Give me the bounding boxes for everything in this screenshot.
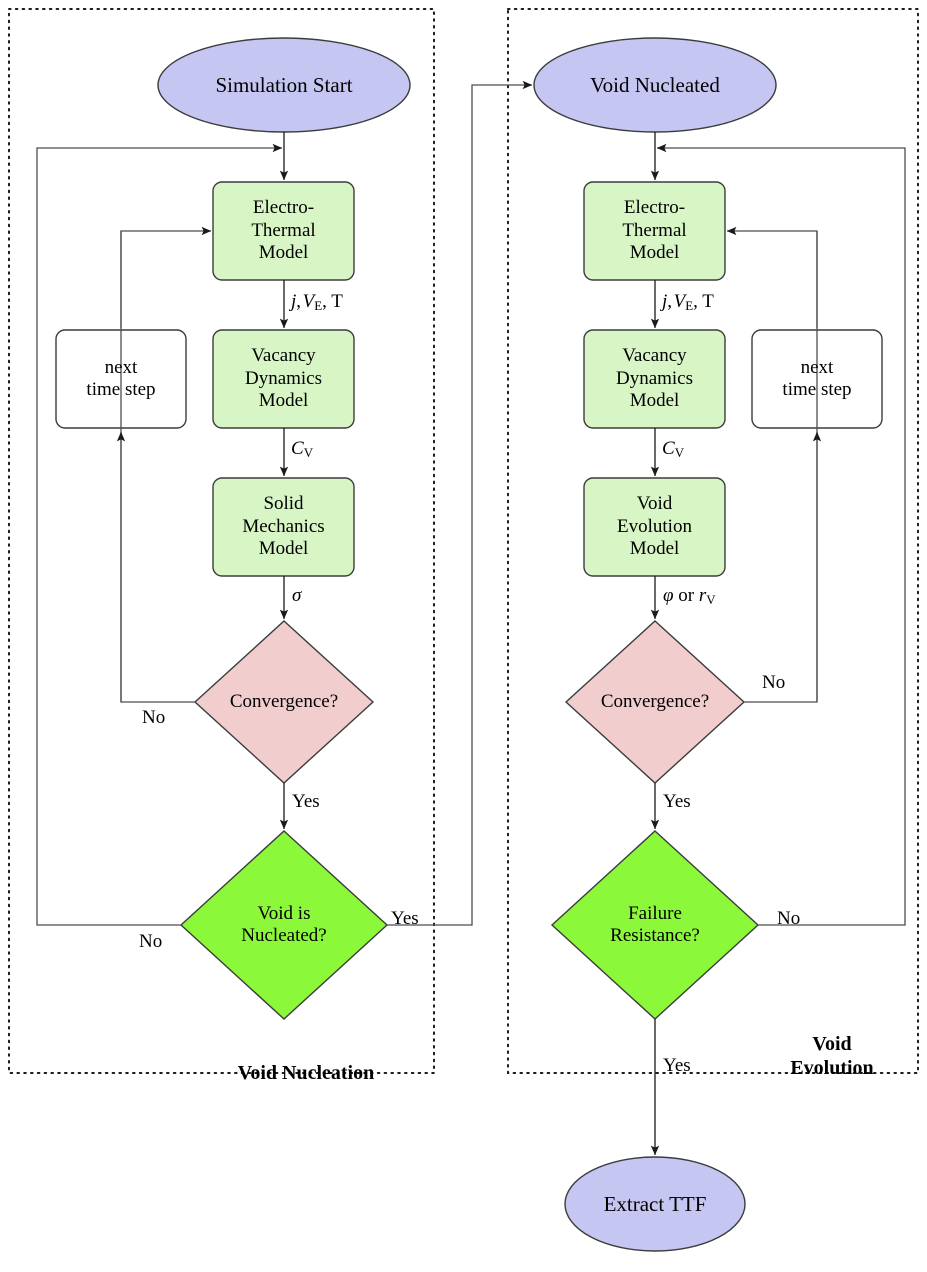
node-simulation-start[interactable] (157, 37, 411, 133)
node-vacancy-dynamics-right[interactable] (583, 329, 726, 429)
edge-label-yes-conv-right: Yes (663, 791, 691, 812)
group-box-void-evolution (507, 8, 919, 1074)
symbol-or: or (673, 585, 699, 606)
group-label-void-evolution: Void Evolution (790, 1033, 874, 1079)
symbol-vacancy-subscript: V (674, 444, 685, 460)
edge-label-sigma: σ (292, 585, 302, 606)
node-electro-thermal-right[interactable] (583, 181, 726, 281)
symbol-vacancy-subscript: V (303, 444, 314, 460)
edge-label-jvt-left: j, VE, T (291, 291, 343, 314)
symbol-void-radius-subscript: V (706, 591, 716, 607)
edge-label-no-failure: No (777, 908, 801, 929)
symbol-vacancy-concentration: C (662, 438, 675, 459)
symbol-voltage-subscript: E (314, 297, 323, 313)
edge-nucleated-no-left (36, 143, 283, 926)
node-vacancy-dynamics-left[interactable] (212, 329, 355, 429)
node-void-nucleated[interactable] (533, 37, 777, 133)
group-box-void-nucleation (8, 8, 435, 1074)
symbol-voltage: V (673, 291, 686, 312)
symbol-temperature: , T (322, 291, 343, 312)
edge-label-yes-conv-left: Yes (292, 791, 320, 812)
edge-label-jvt-right: j, VE, T (662, 291, 714, 314)
edge-label-no-conv-left: No (142, 707, 166, 728)
node-solid-mechanics[interactable] (212, 477, 355, 577)
symbol-current-density: j (662, 291, 668, 312)
node-extract-ttf[interactable] (564, 1156, 746, 1252)
group-label-void-nucleation: Void Nucleation (237, 1062, 375, 1084)
edge-failure-no-right (656, 143, 906, 926)
edge-label-cv-right: CV (662, 438, 684, 461)
node-void-evolution-model[interactable] (583, 477, 726, 577)
symbol-current-density: j (291, 291, 297, 312)
edge-nucleated-yes-left (387, 80, 533, 926)
symbol-temperature: , T (693, 291, 714, 312)
symbol-comma-2: , (667, 291, 674, 312)
node-convergence-right[interactable] (564, 620, 746, 784)
symbol-phi: φ (663, 585, 674, 606)
edge-label-no-conv-right: No (762, 672, 786, 693)
symbol-comma-1: , (296, 291, 303, 312)
symbol-vacancy-concentration: C (291, 438, 304, 459)
symbol-voltage: V (302, 291, 315, 312)
edge-convergence-no-left (120, 226, 212, 703)
edge-label-phi-rv: φ or rV (663, 585, 716, 608)
node-convergence-left[interactable] (193, 620, 375, 784)
symbol-voltage-subscript: E (685, 297, 694, 313)
node-electro-thermal-left[interactable] (212, 181, 355, 281)
edge-label-no-nucleated: No (139, 931, 163, 952)
edge-convergence-no-right (726, 226, 818, 703)
node-void-is-nucleated[interactable] (179, 830, 389, 1020)
edge-label-yes-nucleated: Yes (391, 908, 419, 929)
edge-label-yes-failure: Yes (663, 1055, 691, 1076)
edge-label-cv-left: CV (291, 438, 313, 461)
symbol-void-radius: r (698, 585, 707, 606)
node-failure-resistance[interactable] (550, 830, 760, 1020)
